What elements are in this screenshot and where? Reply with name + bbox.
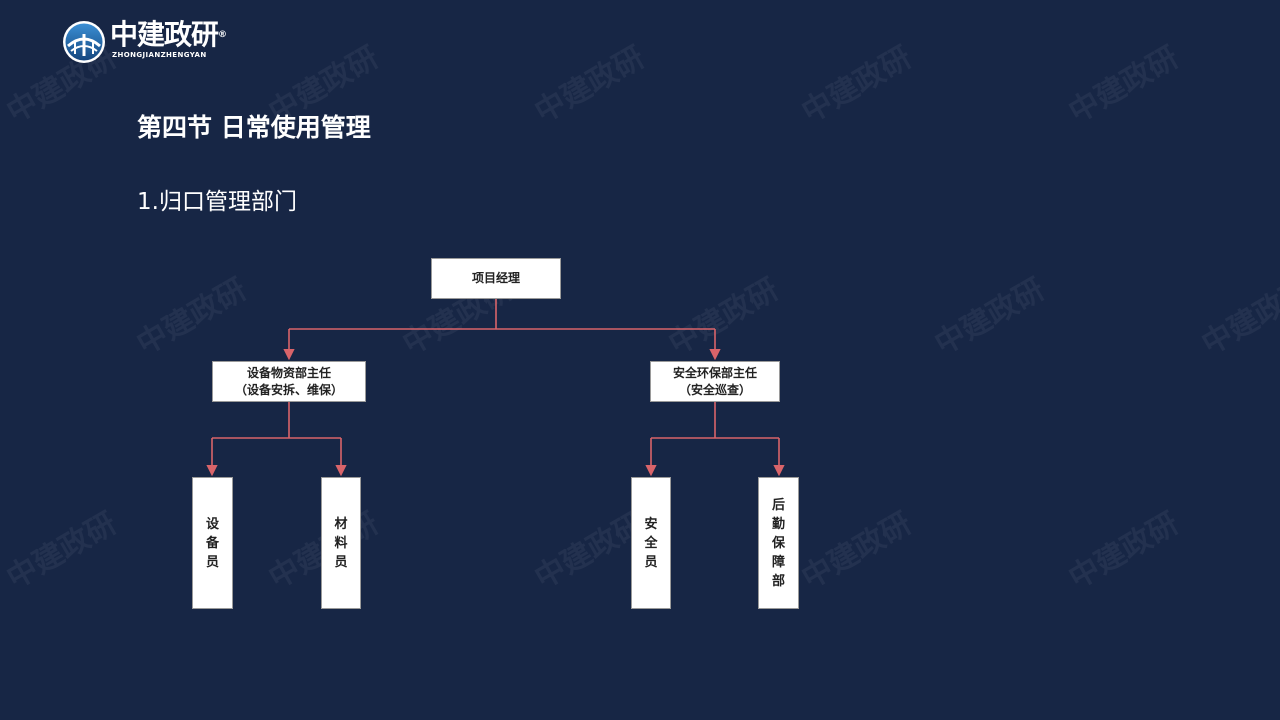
section-subtitle: 1.归口管理部门 <box>137 189 297 215</box>
section-title: 第四节 日常使用管理 <box>137 113 371 142</box>
org-node-label: 材料员 <box>334 516 348 570</box>
org-node-label: 后勤保障部 <box>771 497 785 589</box>
org-node-branch-1: 设备物资部主任 （设备安拆、维保） <box>212 361 366 402</box>
org-node-label: 安全环保部主任 （安全巡查） <box>672 365 757 397</box>
org-node-leaf-1: 设备员 <box>192 477 233 609</box>
org-node-label: 安全员 <box>644 516 658 570</box>
logo-emblem-icon <box>63 21 105 63</box>
logo-subtext: ZHONGJIANZHENGYAN <box>112 51 207 59</box>
org-node-leaf-4: 后勤保障部 <box>758 477 799 609</box>
org-node-root: 项目经理 <box>431 258 561 299</box>
org-node-leaf-3: 安全员 <box>631 477 671 609</box>
logo-wordmark: 中建政研® <box>110 18 228 51</box>
org-node-label: 设备物资部主任 （设备安拆、维保） <box>234 365 343 397</box>
org-node-leaf-2: 材料员 <box>321 477 361 609</box>
company-logo: 中建政研® ZHONGJIANZHENGYAN <box>62 18 232 66</box>
org-node-label: 设备员 <box>205 516 219 570</box>
org-node-branch-2: 安全环保部主任 （安全巡查） <box>650 361 780 402</box>
org-node-label: 项目经理 <box>471 271 520 285</box>
